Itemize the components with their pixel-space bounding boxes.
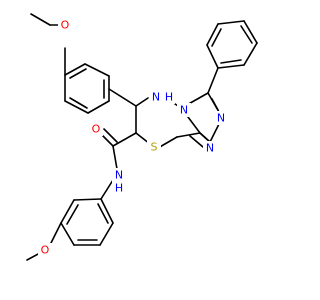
carbonyl-oxygen-label: O: [92, 123, 101, 136]
triazole-nitrogen-upper-label: N: [217, 112, 225, 125]
ethoxy-oxygen-label: O: [61, 19, 70, 32]
sulfur-label: S: [151, 141, 158, 154]
bond-lines: [26, 13, 258, 261]
triazole-nitrogen-lower-label: N: [206, 142, 214, 155]
methoxy-oxygen-label: O: [41, 244, 50, 257]
molecule-diagram: O N H N N N S O N H O: [26, 13, 258, 261]
amide-hydrogen-label: H: [115, 182, 123, 195]
bridge-nitrogen-label: N: [180, 104, 188, 117]
ring-nitrogen-label: N: [152, 91, 160, 104]
atom-labels: O N H N N N S O N H O: [38, 18, 228, 257]
amide-nitrogen-label: N: [115, 169, 123, 182]
ring-nh-hydrogen-label: H: [165, 91, 173, 104]
